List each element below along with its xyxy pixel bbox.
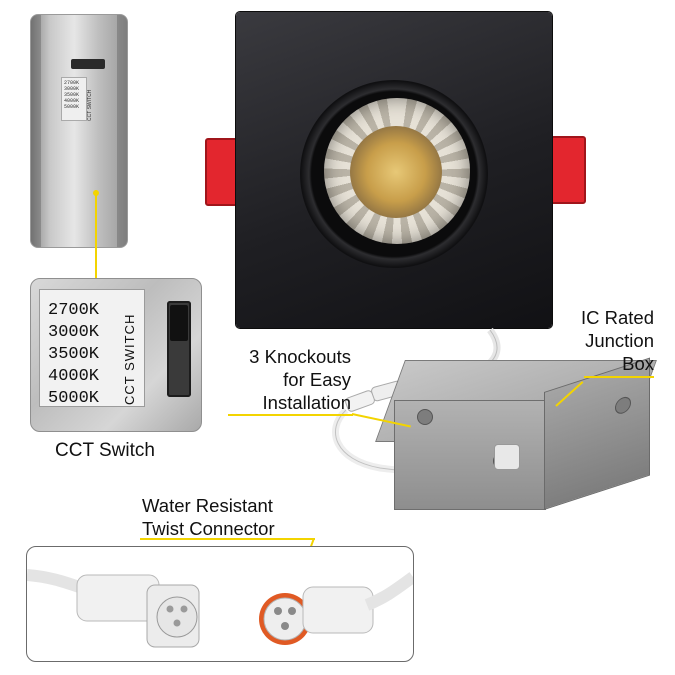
junction-box-callout: IC Rated Junction Box	[554, 306, 654, 375]
cct-value: 3000K	[48, 323, 100, 342]
led-chip	[350, 126, 442, 218]
sticker-value: 5000K	[64, 104, 80, 110]
connector-underline	[140, 538, 315, 540]
sticker-value: 4000K	[64, 98, 80, 104]
cct-value: 5000K	[48, 389, 100, 408]
leader-line	[95, 190, 97, 278]
sticker-value: 2700K	[64, 80, 80, 86]
callout-line: for Easy	[283, 369, 351, 390]
cct-switch-slot	[71, 59, 105, 69]
cct-value: 3500K	[48, 345, 100, 364]
photo-edge-shadow	[31, 15, 41, 247]
knockout-hole	[615, 394, 631, 416]
knockouts-underline	[228, 414, 353, 416]
cct-switch-panel: 2700K 3000K 3500K 4000K 5000K CCT SWITCH	[30, 278, 202, 432]
junction-box-closeup-photo: 2700K 3000K 3500K 4000K 5000K CCT SWITCH	[30, 14, 128, 248]
left-cable	[27, 569, 87, 595]
callout-line: 3 Knockouts	[249, 346, 351, 367]
connector-closeup-illustration	[27, 569, 413, 648]
cct-slider-knob	[170, 305, 188, 341]
cct-values-list: 2700K 3000K 3500K 4000K 5000K	[48, 300, 99, 410]
sticker-value: 3500K	[64, 92, 80, 98]
pin	[180, 605, 188, 613]
photo-edge-shadow	[117, 15, 127, 247]
socket-hole	[281, 622, 289, 630]
right-cable	[364, 572, 413, 611]
junction-box-underline	[584, 376, 654, 378]
cct-value: 4000K	[48, 367, 100, 386]
cct-switch-caption: CCT Switch	[55, 440, 155, 461]
twist-connector-male	[345, 390, 375, 412]
knockout-hole	[417, 409, 433, 425]
connector-callout: Water Resistant Twist Connector	[142, 494, 275, 540]
callout-line: Junction	[585, 330, 654, 351]
callout-line: IC Rated	[580, 307, 654, 328]
socket-hole	[288, 607, 296, 615]
socket-hole	[274, 607, 282, 615]
female-connector-body	[302, 586, 374, 634]
callout-line: Box	[622, 353, 654, 374]
knockouts-callout: 3 Knockouts for Easy Installation	[217, 345, 351, 414]
cct-label-box: 2700K 3000K 3500K 4000K 5000K CCT SWITCH	[39, 289, 145, 410]
cable-strain-relief	[494, 444, 520, 470]
pin	[173, 619, 181, 627]
pin	[166, 605, 174, 613]
callout-line: Water Resistant	[142, 495, 273, 516]
female-socket-face	[263, 597, 307, 641]
callout-line: Twist Connector	[142, 518, 275, 539]
sticker-value: 3000K	[64, 86, 80, 92]
junction-box-front	[394, 400, 546, 510]
connector-closeup-inset	[26, 546, 414, 662]
male-pin-face	[156, 596, 198, 638]
cct-value: 2700K	[48, 301, 100, 320]
callout-line: Installation	[262, 392, 351, 413]
cct-sticker: 2700K 3000K 3500K 4000K 5000K	[61, 77, 87, 121]
